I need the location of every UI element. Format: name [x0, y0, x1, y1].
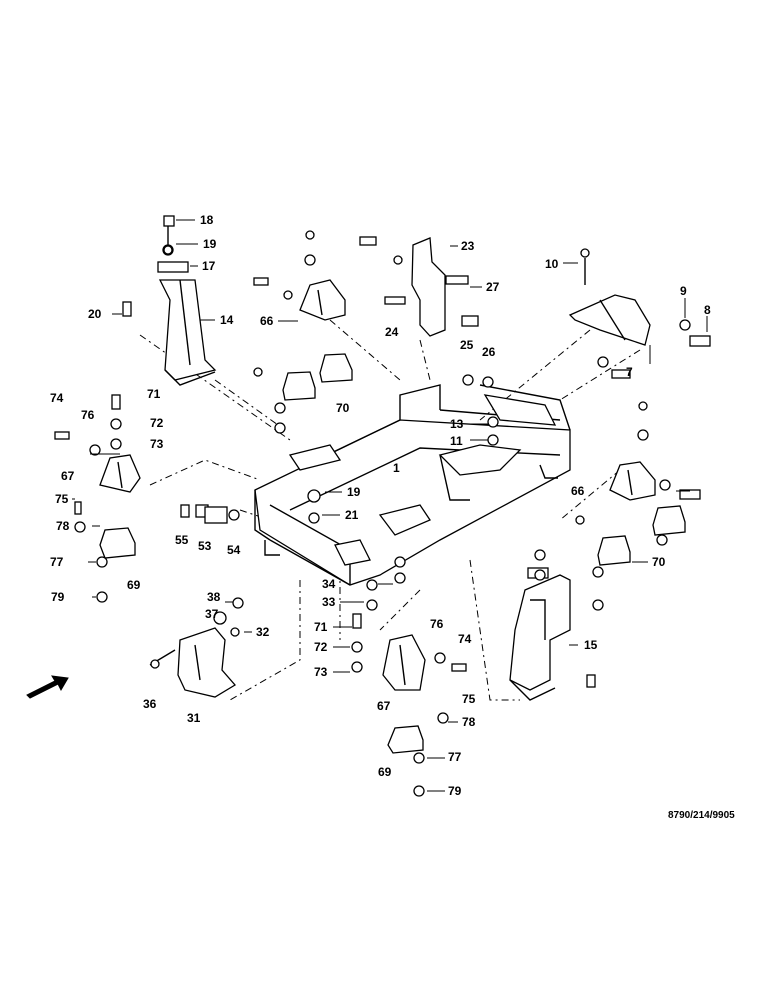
label-part-74-left: 74	[50, 391, 64, 405]
label-part-1: 1	[393, 461, 400, 475]
label-part-72-bottom: 72	[314, 640, 328, 654]
label-part-71-left: 71	[147, 387, 161, 401]
label-part-33: 33	[322, 595, 336, 609]
label-part-8: 8	[704, 303, 711, 317]
label-part-11: 11	[450, 434, 463, 448]
label-part-70-upper: 70	[336, 401, 350, 415]
assembly-lines	[139, 319, 641, 701]
label-part-74-bottom: 74	[458, 632, 472, 646]
label-part-55: 55	[175, 533, 189, 547]
label-part-23: 23	[461, 239, 475, 253]
hardware-fasteners	[74, 215, 668, 797]
label-part-73-bottom: 73	[314, 665, 328, 679]
label-part-24: 24	[385, 325, 399, 339]
label-part-76-left: 76	[81, 408, 95, 422]
label-part-69-left: 69	[127, 578, 141, 592]
document-reference-number: 8790/214/9905	[668, 810, 735, 821]
support-bracket-31	[149, 597, 244, 698]
part-number-labels: 1 7 8 9 10 11 13 14 15 17 18 19 19 20 21…	[50, 213, 735, 821]
label-part-32: 32	[256, 625, 270, 639]
label-part-13: 13	[450, 417, 464, 431]
label-part-69-bottom: 69	[378, 765, 392, 779]
label-part-77-bottom: 77	[448, 750, 462, 764]
leader-lines	[72, 219, 708, 792]
label-part-19-top: 19	[203, 237, 217, 251]
label-part-67-left: 67	[61, 469, 75, 483]
label-part-15: 15	[584, 638, 598, 652]
label-part-79-left: 79	[51, 590, 65, 604]
label-part-79-bottom: 79	[448, 784, 462, 798]
support-bracket-7	[568, 248, 711, 379]
label-part-75-left: 75	[55, 492, 69, 506]
label-part-75-bottom: 75	[462, 692, 476, 706]
engine-mount-67-left	[54, 431, 141, 493]
label-part-20: 20	[88, 307, 102, 321]
label-part-78-left: 78	[56, 519, 70, 533]
label-part-37: 37	[205, 607, 219, 621]
label-part-38: 38	[207, 590, 221, 604]
support-bracket-15	[509, 567, 571, 701]
label-part-72-left: 72	[150, 416, 164, 430]
mounting-plate-23	[359, 236, 479, 337]
label-part-25: 25	[460, 338, 474, 352]
label-part-66-right: 66	[571, 484, 585, 498]
label-part-19-frame: 19	[347, 485, 361, 499]
engine-mount-66-right	[609, 401, 701, 501]
label-part-73-left: 73	[150, 437, 164, 451]
label-part-7: 7	[626, 365, 633, 379]
label-part-71-bottom: 71	[314, 620, 328, 634]
label-part-9: 9	[680, 284, 687, 298]
label-part-14: 14	[220, 313, 234, 327]
label-part-67-bottom: 67	[377, 699, 391, 713]
label-part-36: 36	[143, 697, 157, 711]
engine-mount-67-bottom	[382, 634, 467, 691]
label-part-76-bottom: 76	[430, 617, 444, 631]
label-part-26: 26	[482, 345, 496, 359]
label-part-53: 53	[198, 539, 212, 553]
label-part-10: 10	[545, 257, 559, 271]
label-part-66-upper: 66	[260, 314, 274, 328]
label-part-21: 21	[345, 508, 359, 522]
label-part-17: 17	[202, 259, 216, 273]
label-part-27: 27	[486, 280, 500, 294]
front-direction-arrow-icon	[26, 675, 69, 699]
label-part-54: 54	[227, 543, 241, 557]
main-frame	[254, 384, 571, 586]
label-part-70-right: 70	[652, 555, 666, 569]
label-part-31: 31	[187, 711, 201, 725]
label-part-77-left: 77	[50, 555, 64, 569]
engine-mount-66-upper	[253, 230, 346, 321]
label-part-34: 34	[322, 577, 336, 591]
label-part-78-bottom: 78	[462, 715, 476, 729]
rubber-isolators	[99, 353, 686, 754]
label-part-18: 18	[200, 213, 214, 227]
